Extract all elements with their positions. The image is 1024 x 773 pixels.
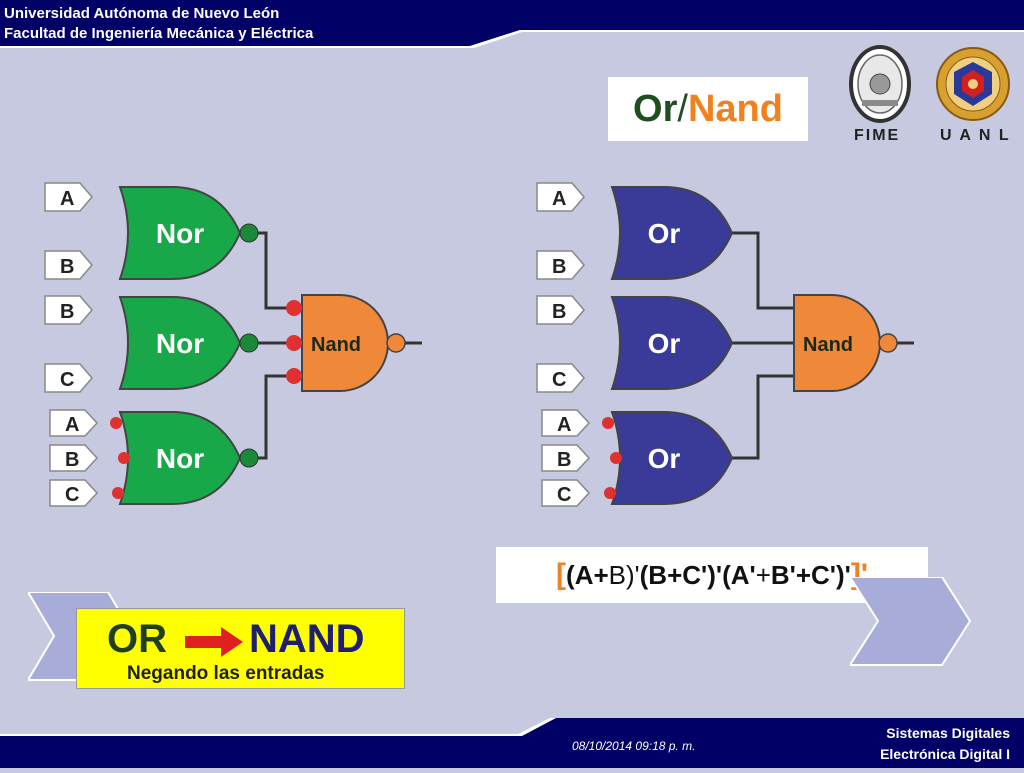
formula-term: )' [707, 559, 723, 590]
input-tag-b [536, 250, 585, 280]
input-tag-b [49, 444, 99, 472]
input-tag-b [44, 295, 93, 325]
gate-label-nor: Nor [156, 443, 204, 474]
input-tag-a [44, 182, 93, 212]
title-or: Or [633, 87, 678, 130]
or-gate [610, 186, 734, 280]
formula-plus: + [593, 559, 609, 590]
input-tag-a [536, 182, 585, 212]
callout-subtitle: Negando las entradas [127, 663, 325, 684]
course-subtitle: Electrónica Digital I [880, 746, 1010, 762]
negation-bubble [112, 487, 124, 499]
uanl-logo [936, 47, 1010, 121]
input-tag-c [44, 363, 93, 393]
slide-title: Or/Nand [608, 77, 808, 141]
header-bar: Universidad Autónoma de Nuevo León Facul… [0, 0, 1024, 48]
gate-label-or: Or [648, 443, 681, 474]
formula-term: B' [770, 559, 796, 590]
negation-bubble [604, 487, 616, 499]
input-tag-c [49, 479, 99, 507]
boolean-expression: [ (A+B)' (B+C')' (A'+B'+C')' ]' [496, 547, 928, 603]
input-label-a: A [60, 188, 74, 210]
output-bubble [386, 333, 406, 353]
formula-term: (A [566, 559, 594, 590]
input-label-b: B [552, 301, 566, 323]
formula-term: C' [811, 559, 836, 590]
formula-term: B)' [608, 559, 640, 590]
left-input-tags: A B B C A B C [44, 182, 99, 507]
or-to-nand-callout: OR NAND Negando las entradas [76, 608, 405, 689]
negation-bubble [110, 417, 122, 429]
input-label-c: C [65, 484, 79, 506]
title-nand: Nand [687, 87, 783, 130]
input-label-c: C [552, 369, 566, 391]
uanl-label: U A N L [940, 127, 1011, 144]
inversion-bubble [239, 448, 259, 468]
negation-bubble [286, 368, 302, 384]
callout-or: OR [107, 617, 167, 661]
university-name: Universidad Autónoma de Nuevo León [4, 5, 280, 22]
formula-open-bracket: [ [556, 558, 567, 591]
input-label-b: B [60, 301, 74, 323]
input-label-a: A [65, 414, 79, 436]
formula-plus: + [755, 559, 771, 590]
formula-plus: + [667, 559, 683, 590]
or-gate [610, 296, 734, 390]
input-tag-b [536, 295, 585, 325]
output-bubble [878, 333, 898, 353]
input-tag-b [541, 444, 591, 472]
formula-term: )' [836, 559, 851, 590]
input-tag-b [44, 250, 93, 280]
input-tag-c [541, 479, 591, 507]
nor-gate [118, 186, 242, 280]
input-label-a: A [557, 414, 571, 436]
footer-shape [0, 718, 1024, 768]
negation-bubble [610, 452, 622, 464]
title-slash: / [677, 87, 688, 130]
course-name: Sistemas Digitales [886, 725, 1010, 741]
fime-label: FIME [854, 127, 901, 144]
footer-bar [0, 718, 1024, 768]
right-input-tags: A B B C A B C [536, 182, 591, 507]
inversion-bubble [239, 333, 259, 353]
negation-bubble [286, 335, 302, 351]
gate-label-or: Or [648, 218, 681, 249]
input-tag-a [49, 409, 99, 437]
negation-bubble [118, 452, 130, 464]
fime-logo [849, 45, 911, 123]
chevron-right-decoration [850, 577, 972, 666]
input-tag-a [541, 409, 591, 437]
arrow-right-icon [185, 627, 243, 657]
footer-date: 08/10/2014 09:18 p. m. [572, 739, 696, 753]
input-label-b: B [552, 256, 566, 278]
gate-label-nor: Nor [156, 218, 204, 249]
nor-gate [118, 296, 242, 390]
formula-plus: + [795, 559, 812, 590]
faculty-name: Facultad de Ingeniería Mecánica y Eléctr… [4, 25, 314, 42]
gate-label-or: Or [648, 328, 681, 359]
negation-bubble [286, 300, 302, 316]
input-label-c: C [557, 484, 571, 506]
gate-label-nand: Nand [803, 334, 853, 356]
inversion-bubble [239, 223, 259, 243]
formula-term: (A' [722, 559, 756, 590]
input-label-b: B [60, 256, 74, 278]
input-label-c: C [60, 369, 74, 391]
formula-term: (B [639, 559, 668, 590]
input-label-a: A [552, 188, 566, 210]
nor-nand-circuit: A B B C A B C Nor Nor Nor Nand [44, 182, 422, 507]
formula-term: C' [682, 559, 708, 590]
input-tag-c [536, 363, 585, 393]
header-shape [0, 0, 1024, 48]
gate-label-nand: Nand [311, 334, 361, 356]
or-nand-circuit: A B B C A B C Or Or Or Nand [536, 182, 914, 507]
gate-label-nor: Nor [156, 328, 204, 359]
callout-nand: NAND [249, 617, 365, 661]
input-label-b: B [557, 449, 571, 471]
negation-bubble [602, 417, 614, 429]
input-label-b: B [65, 449, 79, 471]
